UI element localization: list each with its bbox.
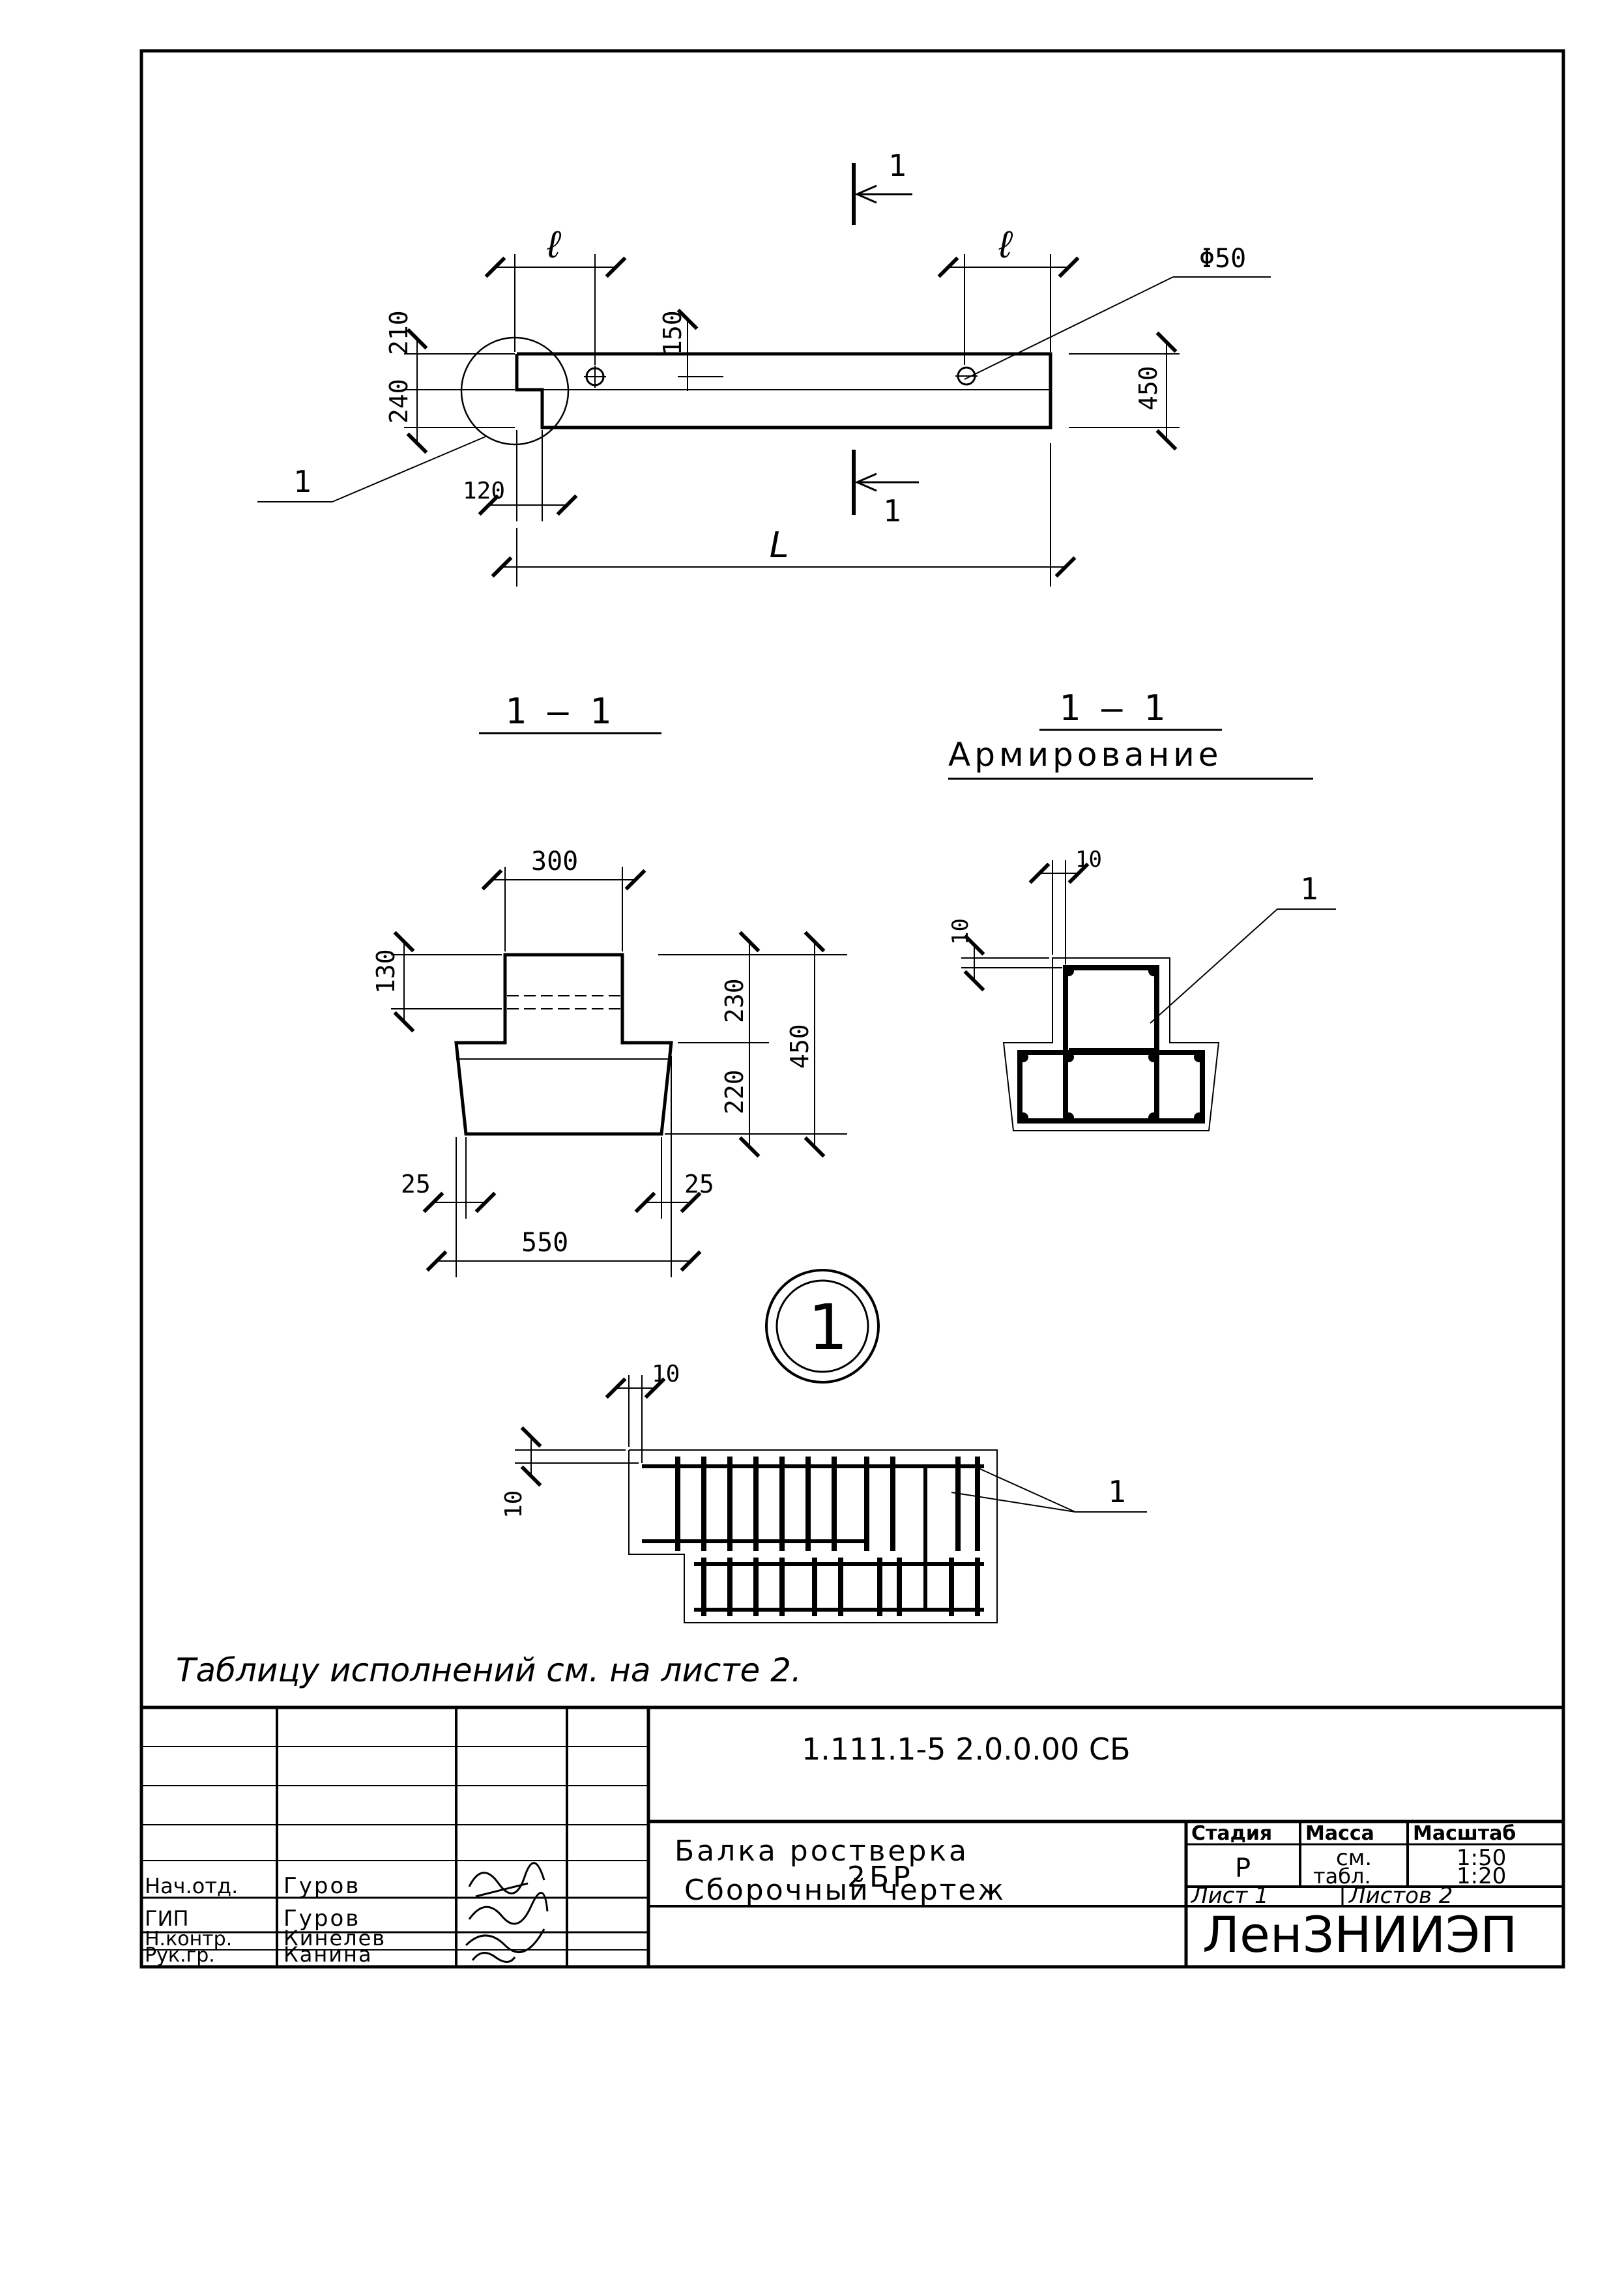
scale-header: Масштаб — [1413, 1822, 1516, 1845]
sig-name-1: Гуров — [283, 1873, 360, 1899]
document-code: 1.111.1-5 2.0.0.00 СБ — [802, 1732, 1131, 1767]
mass-value-2: табл. — [1313, 1864, 1371, 1889]
note-variants-table: Таблицу исполнений см. на листе 2. — [176, 1651, 802, 1689]
sheet-count: Листов 2 — [1348, 1883, 1453, 1909]
detail-bars — [642, 1457, 984, 1616]
detail-marker-outer — [765, 1269, 880, 1384]
stirrup-lower — [1017, 1050, 1205, 1124]
dim-450-plan: 450 — [1134, 366, 1163, 411]
section-cut-label-bottom: 1 — [883, 493, 901, 529]
signature-marks — [465, 1862, 549, 1963]
detail-marker-label: 1 — [808, 1291, 848, 1364]
section-view: 1 — 1 300 130 230 450 220 25 25 — [371, 691, 847, 1277]
stirrup-upper — [1063, 965, 1159, 1124]
section-outline — [454, 953, 673, 1136]
drawing-title-line3: Сборочный чертеж — [684, 1874, 1006, 1907]
organization-name: ЛенЗНИИЭП — [1202, 1906, 1517, 1964]
section-cut-bottom: 1 — [852, 450, 919, 529]
scale-value-1: 1:50 — [1457, 1845, 1506, 1871]
title-block: Нач.отд. Гуров ГИП Гуров Н.контр. Кинеле… — [141, 1705, 1563, 1967]
detail-view: 1 — [500, 1269, 1147, 1623]
stage-header: Стадия — [1191, 1822, 1272, 1845]
reinforcement-title: 1 — 1 — [1059, 688, 1165, 729]
dim-210: 210 — [384, 310, 413, 355]
mass-header: Масса — [1305, 1822, 1374, 1845]
dim-550: 550 — [521, 1228, 568, 1258]
dim-130: 130 — [371, 949, 400, 994]
sig-role-3: Н.контр. — [145, 1928, 232, 1951]
section-cut-label-top: 1 — [888, 148, 906, 183]
sig-name-3: Кинелев — [283, 1926, 386, 1951]
detail-callout: 1 — [1108, 1474, 1126, 1509]
dim-25-left: 25 — [401, 1170, 431, 1198]
reinf-dim-10-side: 10 — [948, 918, 974, 945]
sig-role-4: Рук.гр. — [145, 1944, 215, 1967]
sheet-number: Лист 1 — [1190, 1883, 1269, 1909]
dim-120: 120 — [463, 478, 505, 504]
reinf-dim-10-top: 10 — [1075, 847, 1102, 873]
section-cut-top: 1 — [852, 148, 912, 225]
reinforcement-outline — [1002, 957, 1220, 1131]
dim-240: 240 — [384, 379, 413, 424]
sheet-frame — [139, 49, 1565, 1969]
detail-dim-10-top: 10 — [652, 1361, 680, 1387]
plan-view: 1 1 ℓ ℓ Φ50 — [257, 148, 1271, 587]
sig-role-1: Нач.отд. — [145, 1874, 238, 1898]
reinf-callout: 1 — [1300, 871, 1318, 907]
dim-l-right: ℓ — [994, 222, 1017, 267]
beam-outline — [515, 352, 1052, 429]
longitudinal-bars — [1018, 966, 1204, 1123]
dim-l-left: ℓ — [542, 222, 565, 267]
sig-name-2: Гуров — [283, 1906, 360, 1932]
detail-dim-10-side: 10 — [500, 1490, 527, 1518]
scale-value-2: 1:20 — [1457, 1863, 1506, 1889]
sig-name-4: Канина — [283, 1942, 373, 1967]
dim-220: 220 — [720, 1069, 749, 1114]
mass-value-1: см. — [1336, 1845, 1372, 1871]
stage-value: Р — [1235, 1853, 1251, 1883]
section-title: 1 — 1 — [505, 691, 611, 732]
detail-outline — [628, 1449, 998, 1623]
dim-300: 300 — [531, 847, 578, 877]
detail-marker-inner — [776, 1279, 869, 1373]
sig-role-2: ГИП — [145, 1906, 189, 1931]
drawing-title-line2: 2БР — [847, 1861, 914, 1894]
callout-plan: 1 — [293, 464, 312, 499]
drawing-title-line1: Балка ростверка — [674, 1835, 969, 1868]
dim-L: L — [769, 525, 790, 566]
dim-230: 230 — [720, 978, 749, 1023]
dim-150: 150 — [658, 310, 687, 355]
dim-450-section: 450 — [785, 1024, 814, 1069]
dim-25-right: 25 — [684, 1170, 714, 1198]
reinforcement-view: 1 — 1 Армирование 10 10 — [948, 688, 1336, 1131]
reinforcement-subtitle: Армирование — [948, 736, 1223, 774]
dim-hole-diameter: Φ50 — [1199, 244, 1246, 274]
